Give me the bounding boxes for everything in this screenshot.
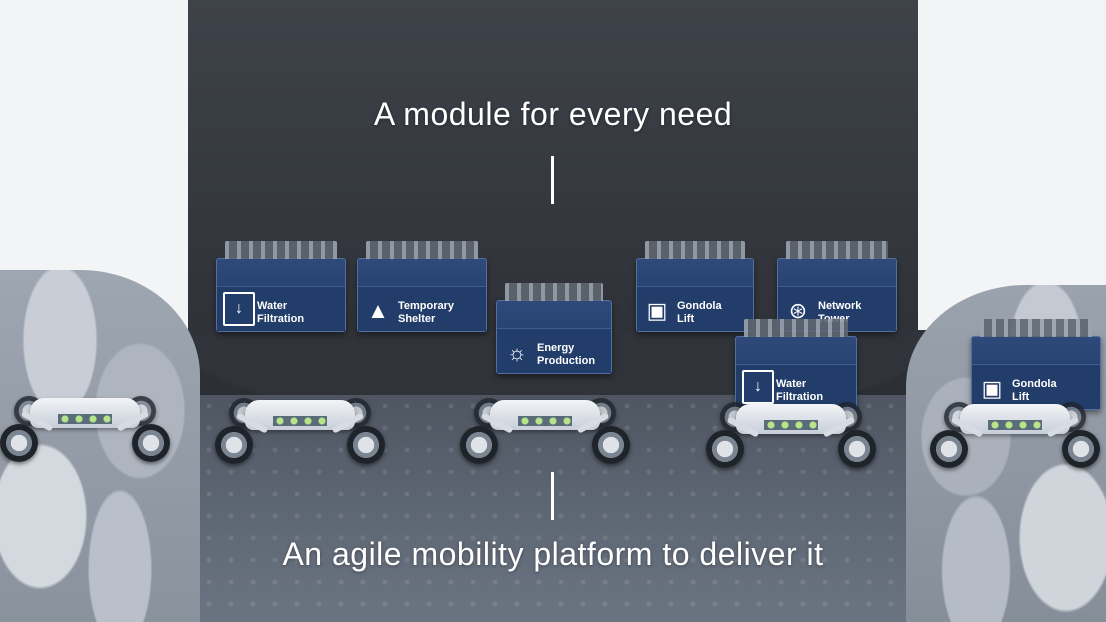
wheel (592, 426, 630, 464)
divider-bottom (551, 472, 554, 520)
headline-bottom: An agile mobility platform to deliver it (282, 536, 824, 572)
wheel (930, 430, 968, 468)
rover-lights (988, 420, 1042, 430)
rover-lights (58, 414, 112, 424)
headline-top: A module for every need (373, 96, 733, 132)
module-label-line1: Water (257, 300, 288, 312)
module-temporary-shelter: ▲ Temporary Shelter (357, 241, 487, 332)
rover (706, 398, 876, 478)
water-filtration-icon: ↓ (742, 370, 774, 404)
module-label: Gondola Lift (1012, 378, 1098, 404)
wheel (132, 424, 170, 462)
antenna-tower-icon: ⊛ (788, 298, 808, 323)
module-label: Water Filtration (776, 378, 854, 404)
module-label-line2: Production (537, 355, 596, 367)
gondola-icon: ▣ (981, 376, 1003, 401)
module-face (637, 286, 753, 331)
rover-module-water-filtration: ↓ Water Filtration (735, 319, 857, 410)
module-label-line2: Filtration (257, 313, 305, 325)
water-filtration-icon: ↓ (223, 292, 255, 326)
wheel (838, 430, 876, 468)
solar-wind-icon: ☼ (506, 340, 528, 365)
module-label-line1: Gondola (1012, 378, 1057, 390)
rover (460, 394, 630, 474)
module-label-line1: Temporary (398, 300, 455, 312)
module-gondola-lift: ▣ Gondola Lift (636, 241, 754, 332)
divider-top (551, 156, 554, 204)
rover (215, 394, 385, 474)
module-label-line2: Shelter (398, 313, 436, 325)
module-face (497, 328, 611, 373)
module-label-line2: Filtration (776, 391, 824, 403)
module-water-filtration: ↓ Water Filtration (216, 241, 346, 332)
module-label-line1: Energy (537, 342, 575, 354)
rover-lights (764, 420, 818, 430)
wheel (1062, 430, 1100, 468)
module-label-line2: Lift (1012, 391, 1030, 403)
wheel (347, 426, 385, 464)
gondola-icon: ▣ (646, 298, 668, 323)
rover-lights (273, 416, 327, 426)
rover (930, 398, 1100, 478)
wheel (706, 430, 744, 468)
module-label-line2: Lift (677, 313, 695, 325)
wheel (215, 426, 253, 464)
module-label: Gondola Lift (677, 300, 751, 326)
wheel (0, 424, 38, 462)
wheel (460, 426, 498, 464)
module-label-line1: Network (818, 300, 862, 312)
module-label-line1: Gondola (677, 300, 722, 312)
module-energy-production: ☼ Energy Production (496, 283, 612, 374)
rover-module-gondola-lift: ▣ Gondola Lift (971, 319, 1101, 410)
tent-icon: ▲ (367, 298, 389, 323)
module-face (972, 364, 1100, 409)
module-label: Temporary Shelter (398, 300, 484, 326)
module-label-line1: Water (776, 378, 807, 390)
module-label: Energy Production (537, 342, 609, 368)
module-face (358, 286, 486, 331)
rover-lights (518, 416, 572, 426)
rover (0, 392, 170, 472)
module-label: Water Filtration (257, 300, 343, 326)
